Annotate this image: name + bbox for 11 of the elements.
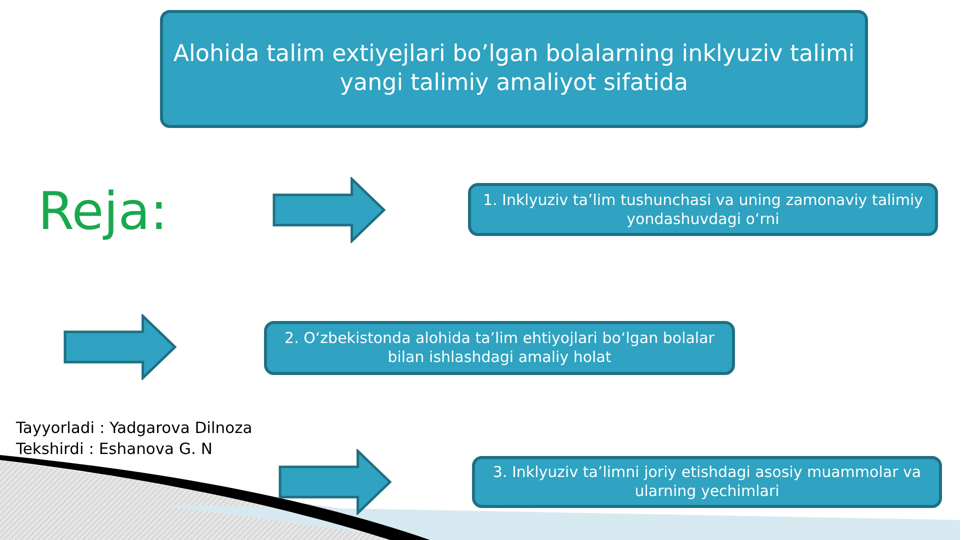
title-text: Alohida talim extiyejlari bo’lgan bolalarning inklyuziv talimi yangi talimiy amaliyot sifatida [172,40,856,98]
topic-text: 2. O‘zbekistonda alohida ta’lim ehtiyojlari bo‘lgan bolalar bilan ishlashdagi amaliy holat [284,329,716,367]
topic-box [472,456,942,508]
author-text: Tekshirdi : Eshanova G. N [16,440,212,458]
topic-box [468,183,938,236]
topic-text: 1. Inklyuziv ta’lim tushunchasi va uning zamonaviy talimiy yondashuvdagi o‘rni [482,190,924,228]
topic-box [264,321,735,375]
title-box [160,10,868,128]
author-text: Tayyorladi : Yadgarova Dilnoza [16,419,252,437]
heading-text: Reja: [38,182,168,242]
topic-text: 3. Inklyuziv ta’limni joriy etishdagi asosiy muammolar va ularning yechimlari [492,463,922,501]
